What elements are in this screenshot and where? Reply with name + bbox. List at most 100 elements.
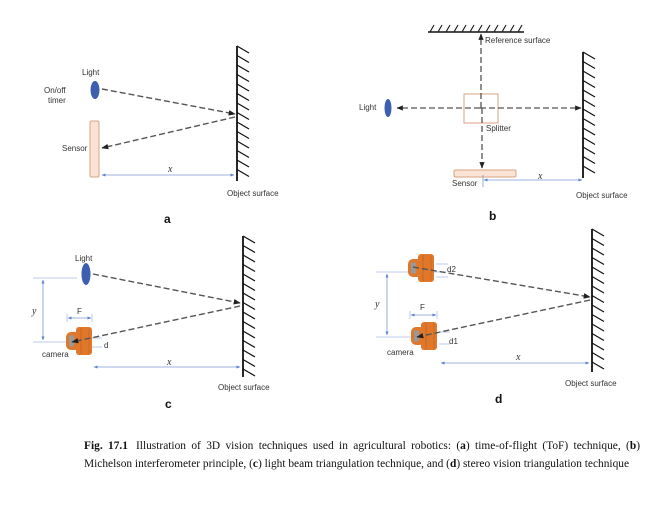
emitted-beam [92, 273, 241, 305]
label-camera: camera [42, 350, 69, 359]
hatch-mark [242, 254, 256, 263]
camera-lens-barrel [76, 327, 92, 355]
caption-panel-ref: a [460, 440, 466, 452]
camera-icon-bottom [411, 322, 437, 350]
label-y: y [374, 299, 380, 310]
label-sensor: Sensor [452, 179, 478, 188]
hatch-mark [236, 121, 250, 130]
figure-diagram: Light On/off timer Sensor x Object surfa… [31, 24, 628, 411]
hatch-mark [591, 304, 605, 313]
panel-letter-c: c [165, 397, 172, 411]
label-sensor: Sensor [62, 144, 88, 153]
hatch-mark [591, 256, 605, 266]
sensor-icon [89, 120, 100, 178]
caption-panel-ref: c [252, 458, 258, 470]
caption-panel-ref: b [629, 440, 637, 452]
hatch-mark [591, 266, 605, 275]
hatch-mark [236, 73, 250, 83]
hatch-mark [242, 273, 256, 282]
hatch-mark [242, 320, 256, 330]
label-d: d [104, 341, 108, 350]
hatch-mark [591, 323, 605, 332]
camera-lens-barrel [421, 322, 437, 350]
hatch-mark [591, 275, 605, 285]
hatch-mark [493, 24, 499, 33]
label-f: F [420, 303, 425, 312]
hatch-mark [591, 361, 605, 370]
hatch-mark [236, 111, 250, 121]
hatch-mark [509, 24, 515, 33]
beam-from-top-camera [412, 266, 591, 299]
hatch-mark [582, 165, 596, 174]
hatch-mark [582, 155, 596, 165]
reference-surface [428, 24, 524, 33]
hatch-mark [582, 89, 596, 98]
hatch-mark [236, 159, 250, 168]
hatch-mark [582, 51, 596, 60]
panel-c: Light y F d camera x Object surface c [31, 235, 270, 411]
hatch-mark [437, 24, 443, 33]
reflected-beam [71, 305, 241, 344]
label-x: x [537, 171, 543, 182]
panel-a: Light On/off timer Sensor x Object surfa… [44, 45, 279, 226]
label-reference-surface: Reference surface [485, 36, 551, 45]
hatch-mark [582, 70, 596, 79]
hatch-mark [582, 127, 596, 136]
label-splitter: Splitter [486, 124, 511, 133]
hatch-mark [582, 146, 596, 155]
hatch-mark [477, 24, 483, 33]
label-y: y [31, 306, 37, 317]
hatch-mark [453, 24, 459, 33]
panel-d: d2 y F d1 camera x Object surface d [374, 228, 617, 406]
hatch-mark [236, 149, 250, 159]
hatch-mark [591, 294, 605, 304]
hatch-mark [582, 136, 596, 146]
hatch-mark [242, 368, 256, 377]
hatch-mark [236, 168, 250, 178]
hatch-mark [242, 292, 256, 301]
beam-to-bottom-camera [416, 299, 591, 339]
hatch-mark [236, 54, 250, 64]
hatch-mark [591, 285, 605, 294]
label-camera: camera [387, 348, 414, 357]
sensor-icon [453, 169, 517, 178]
light-source-icon [90, 81, 100, 99]
caption-text: ) time-of-flight (ToF) technique, ( [465, 440, 630, 452]
hatch-mark [242, 311, 256, 320]
hatch-mark [242, 244, 256, 254]
label-object-surface: Object surface [227, 189, 279, 198]
hatch-mark [242, 263, 256, 273]
caption-text: ) stereo vision triangulation technique [456, 458, 630, 470]
camera-lens-barrel [418, 254, 434, 282]
label-d2: d2 [447, 265, 456, 274]
object-surface-wall [242, 235, 256, 377]
panel-b: Reference surface Light Splitter Sensor … [359, 24, 628, 223]
hatch-mark [501, 24, 507, 33]
label-x: x [515, 352, 521, 363]
hatch-mark [582, 108, 596, 117]
hatch-mark [591, 237, 605, 247]
light-source-icon [384, 99, 392, 117]
hatch-mark [445, 24, 451, 33]
hatch-mark [242, 339, 256, 349]
label-light: Light [359, 103, 377, 112]
hatch-mark [485, 24, 491, 33]
label-x: x [166, 357, 172, 368]
label-light: Light [82, 68, 100, 77]
camera-sensor [411, 262, 416, 274]
hatch-mark [582, 117, 596, 127]
label-x: x [167, 164, 173, 175]
hatch-mark [591, 342, 605, 351]
panel-letter-b: b [489, 209, 496, 223]
label-object-surface: Object surface [576, 191, 628, 200]
hatch-mark [469, 24, 475, 33]
label-d1: d1 [449, 337, 458, 346]
camera-sensor [69, 335, 74, 347]
hatch-mark [236, 130, 250, 140]
label-light: Light [75, 254, 93, 263]
object-surface-wall [591, 228, 605, 372]
label-f: F [77, 307, 82, 316]
caption-text: ) Michelson interferometer principle, ( [84, 440, 640, 470]
hatch-mark [591, 313, 605, 323]
label-timer-1: On/off [44, 86, 66, 95]
